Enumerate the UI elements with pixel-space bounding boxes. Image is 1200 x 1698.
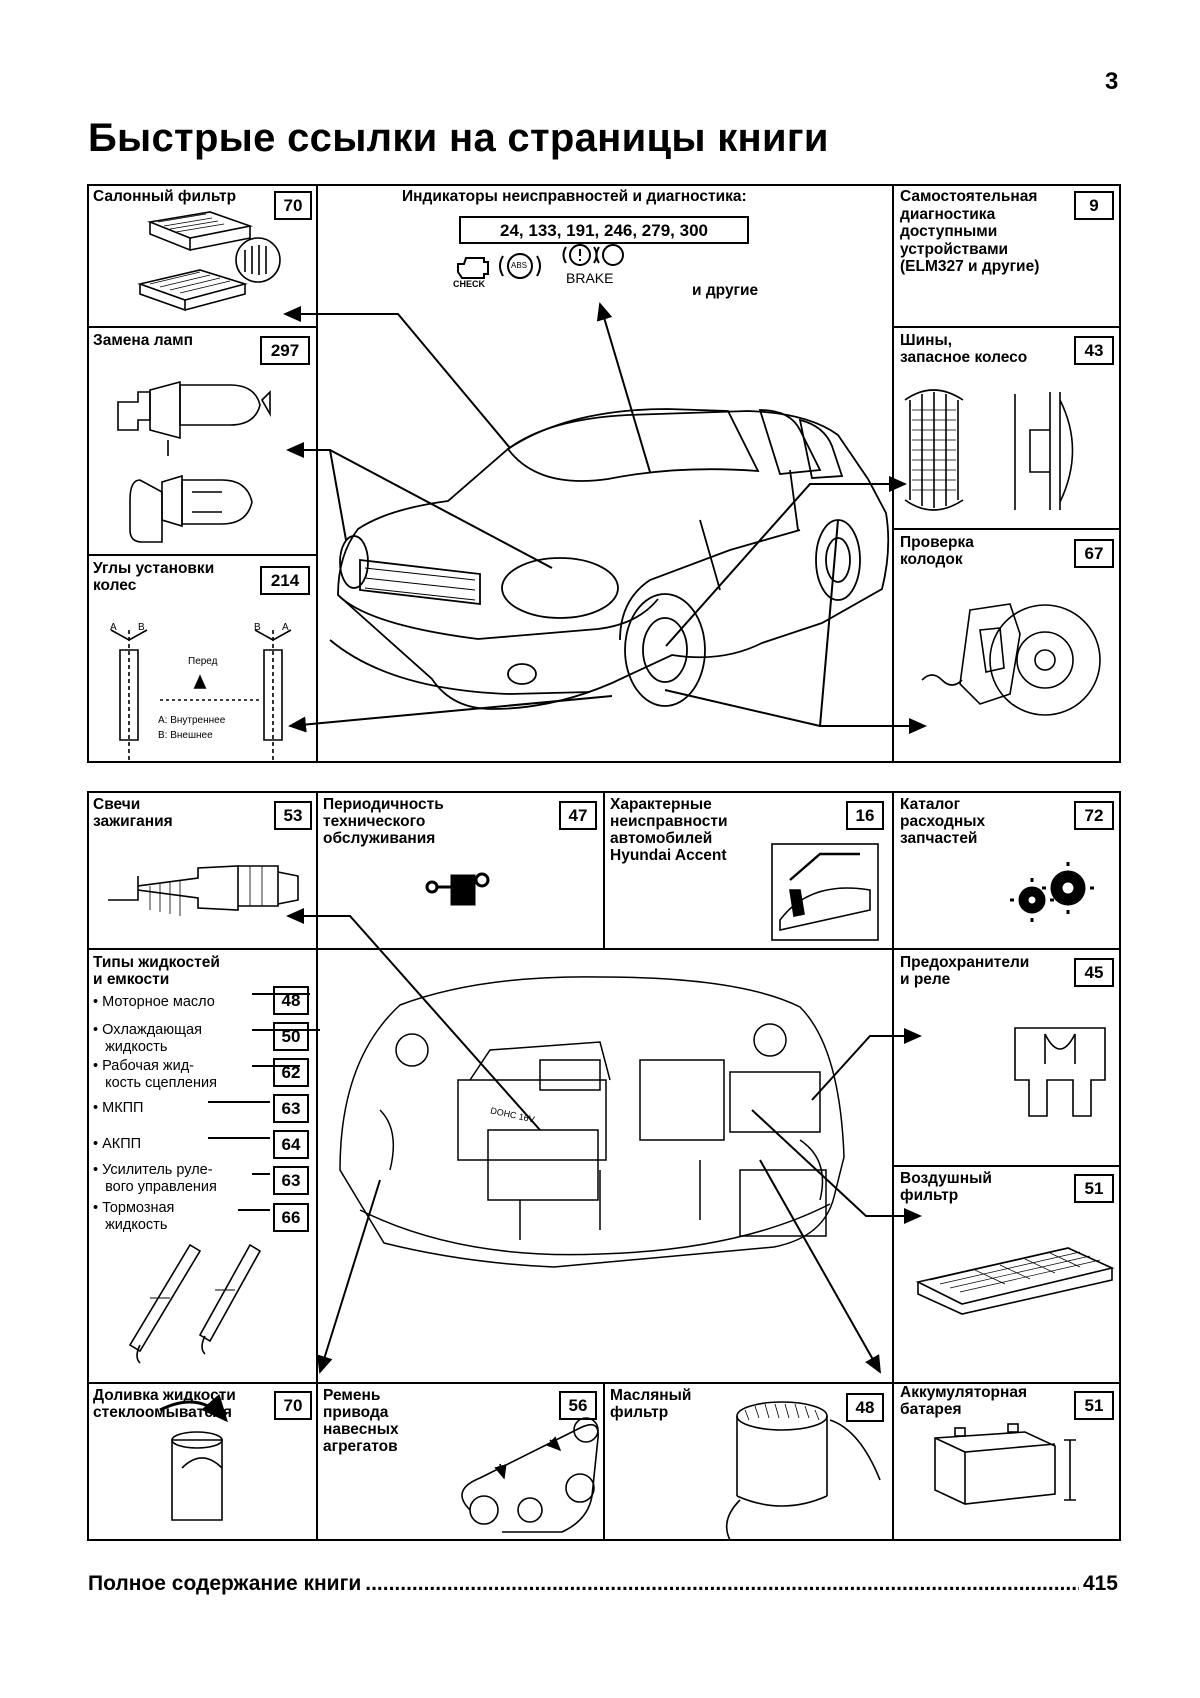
full-contents-link[interactable]: Полное содержание книги ................… xyxy=(88,1572,1118,1596)
toc-leader-dots: ........................................… xyxy=(365,1572,1079,1595)
toc-page: 415 xyxy=(1082,1572,1118,1595)
indicators-others: и другие xyxy=(692,282,759,299)
front-text: Перед xyxy=(188,656,218,667)
abs-text: ABS xyxy=(511,261,528,270)
self-diag-page[interactable]: 9 xyxy=(1074,191,1114,220)
catalog-page[interactable]: 72 xyxy=(1074,801,1114,830)
legend-a: A: Внутреннее xyxy=(158,715,226,726)
fluid-page[interactable]: 63 xyxy=(273,1166,309,1195)
check-text: CHECK xyxy=(453,279,486,289)
fluid-page[interactable]: 66 xyxy=(273,1203,309,1232)
washer-page[interactable]: 70 xyxy=(274,1391,312,1420)
angle-a-right: A xyxy=(282,622,289,633)
top-panel xyxy=(87,184,1121,763)
fuses-page[interactable]: 45 xyxy=(1074,958,1114,987)
fluid-page[interactable]: 48 xyxy=(273,986,309,1015)
legend-b: B: Внешнее xyxy=(158,730,213,741)
angle-b-left: B xyxy=(138,622,145,633)
tires-label: Шины,запасное колесо xyxy=(900,332,1028,366)
fluid-page[interactable]: 64 xyxy=(273,1130,309,1159)
indicators-pages[interactable]: 24, 133, 191, 246, 279, 300 xyxy=(459,216,749,244)
fluid-item: • МКПП xyxy=(93,1100,144,1116)
spark-plugs-page[interactable]: 53 xyxy=(274,801,312,830)
air-filter-page[interactable]: 51 xyxy=(1074,1174,1114,1203)
fluid-item: • Моторное масло xyxy=(93,994,215,1010)
wheel-alignment-page[interactable]: 214 xyxy=(260,566,310,595)
toc-label: Полное содержание книги xyxy=(88,1572,362,1595)
indicators-label: Индикаторы неисправностей и диагностика: xyxy=(402,188,747,205)
fluid-item: • АКПП xyxy=(93,1136,142,1152)
cabin-filter-page[interactable]: 70 xyxy=(274,191,312,220)
belt-page[interactable]: 56 xyxy=(559,1391,597,1420)
cabin-filter-label: Салонный фильтр xyxy=(93,188,237,205)
tires-page[interactable]: 43 xyxy=(1074,336,1114,365)
oil-filter-page[interactable]: 48 xyxy=(846,1393,884,1422)
angle-a-left: A xyxy=(110,622,117,633)
fluid-item: • Рабочая жид- кость сцепления xyxy=(93,1058,217,1091)
page-title: Быстрые ссылки на страницы книги xyxy=(88,116,829,160)
fluid-page[interactable]: 63 xyxy=(273,1094,309,1123)
lamps-page[interactable]: 297 xyxy=(260,336,310,365)
brake-pads-page[interactable]: 67 xyxy=(1074,539,1114,568)
fluid-page[interactable]: 62 xyxy=(273,1058,309,1087)
fluid-item: • Охлаждающая жидкость xyxy=(93,1022,202,1055)
fluid-page[interactable]: 50 xyxy=(273,1022,309,1051)
battery-page[interactable]: 51 xyxy=(1074,1391,1114,1420)
maintenance-page[interactable]: 47 xyxy=(559,801,597,830)
lamps-label: Замена ламп xyxy=(93,332,194,349)
angle-b-right: B xyxy=(254,622,261,633)
brake-text: BRAKE xyxy=(566,270,614,286)
fluid-item: • Усилитель руле- вого управления xyxy=(93,1162,217,1195)
fluid-item: • Тормозная жидкость xyxy=(93,1200,175,1233)
page-number: 3 xyxy=(1105,68,1119,95)
faults-page[interactable]: 16 xyxy=(846,801,884,830)
